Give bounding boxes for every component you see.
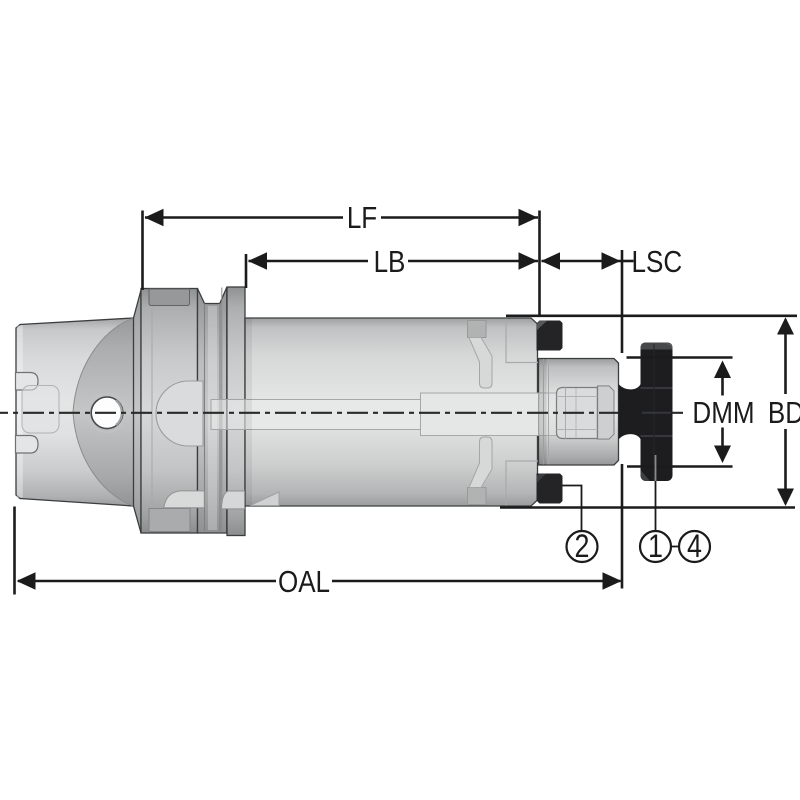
svg-text:1: 1	[648, 529, 663, 565]
svg-text:LF: LF	[347, 201, 377, 236]
svg-text:BD: BD	[768, 396, 800, 431]
svg-text:4: 4	[687, 529, 702, 565]
svg-text:DMM: DMM	[692, 396, 754, 431]
svg-text:OAL: OAL	[278, 565, 330, 600]
svg-text:2: 2	[575, 529, 590, 565]
svg-text:LB: LB	[374, 245, 406, 280]
svg-text:LSC: LSC	[632, 245, 683, 280]
